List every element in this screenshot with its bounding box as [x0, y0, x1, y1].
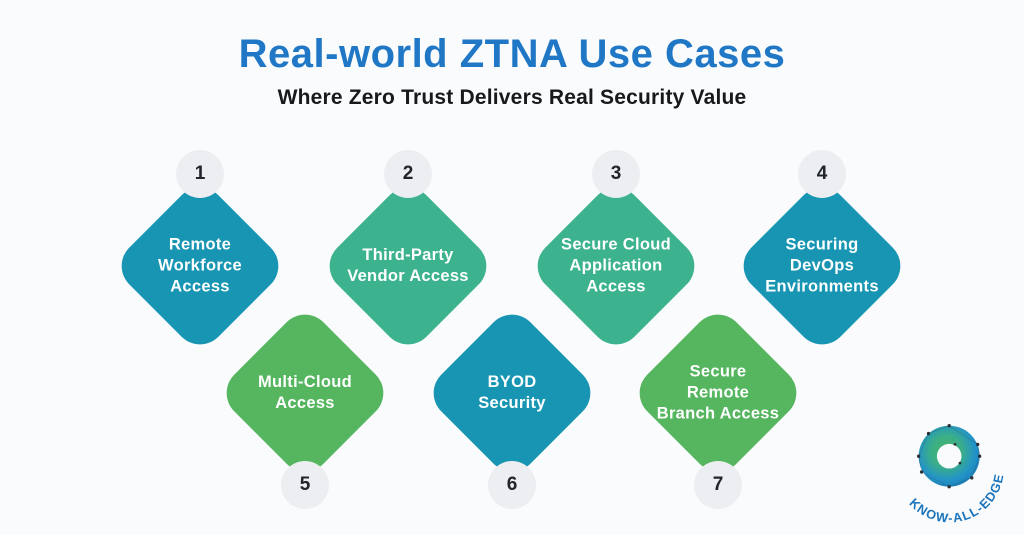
badge-number: 1 — [194, 163, 206, 184]
use-case-securing-devops-environments: 4 Securing DevOps Environments — [732, 150, 912, 356]
use-case-remote-workforce-access: 1 Remote Workforce Access — [110, 150, 290, 356]
badge-number: 4 — [816, 163, 828, 184]
use-case-label: BYOD Security — [478, 372, 546, 412]
number-badge: 6 — [488, 461, 536, 509]
use-case-label: Third-Party Vendor Access — [347, 245, 469, 285]
globe-torus-icon — [917, 424, 982, 489]
badge-number: 6 — [506, 474, 518, 495]
use-case-label: Securing DevOps Environments — [765, 235, 879, 296]
use-case-multi-cloud-access: 5 Multi-Cloud Access — [215, 303, 395, 509]
use-case-secure-remote-branch-access: 7 Secure Remote Branch Access — [628, 303, 808, 509]
use-case-label: Remote Workforce Access — [158, 235, 242, 296]
use-case-label: Secure Cloud Application Access — [561, 235, 671, 296]
number-badge: 7 — [694, 461, 742, 509]
use-case-secure-cloud-application-access: 3 Secure Cloud Application Access — [526, 150, 706, 356]
page-subtitle: Where Zero Trust Delivers Real Security … — [277, 86, 747, 109]
header: Real-world ZTNA Use Cases Where Zero Tru… — [0, 0, 1024, 110]
number-badge: 3 — [592, 150, 640, 198]
badge-number: 2 — [402, 163, 414, 184]
use-case-label: Secure Remote Branch Access — [656, 362, 780, 423]
number-badge: 4 — [798, 150, 846, 198]
number-badge: 2 — [384, 150, 432, 198]
badge-number: 5 — [299, 474, 311, 495]
use-case-byod-security: 6 BYOD Security — [422, 303, 602, 509]
knowalledge-brand-logo: KNOW-ALL-EDGE — [907, 424, 1005, 526]
use-case-third-party-vendor-access: 2 Third-Party Vendor Access — [318, 150, 498, 356]
page-title: Real-world ZTNA Use Cases — [238, 32, 786, 76]
number-badge: 5 — [281, 461, 329, 509]
number-badge: 1 — [176, 150, 224, 198]
use-case-label: Multi-Cloud Access — [257, 372, 353, 412]
badge-number: 3 — [610, 163, 622, 184]
badge-number: 7 — [712, 474, 724, 495]
